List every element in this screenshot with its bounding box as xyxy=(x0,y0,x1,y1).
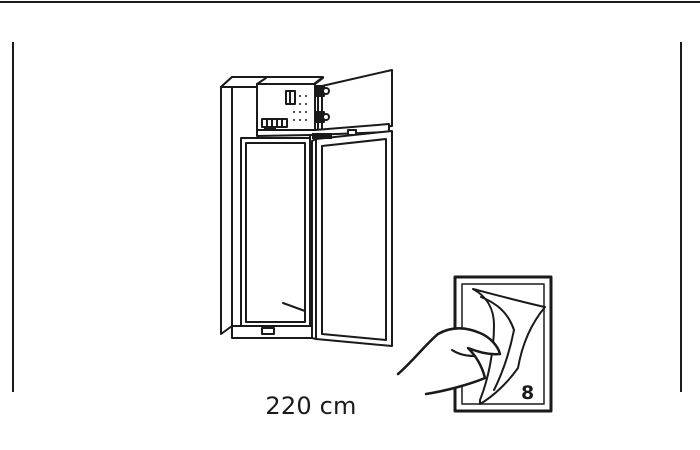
mounting-hole-pattern xyxy=(293,95,307,121)
upper-door-panel xyxy=(321,69,393,133)
fridge-cabinet xyxy=(220,69,393,347)
size-caption: 220 cm xyxy=(265,392,357,420)
page-curl xyxy=(472,288,546,405)
top-compartment xyxy=(256,77,324,131)
main-door xyxy=(315,130,393,347)
cabinet-side-panel xyxy=(220,76,233,335)
inner-cavity xyxy=(240,137,311,328)
manual-page-icon: 8 xyxy=(396,275,553,413)
page-number: 8 xyxy=(521,382,534,404)
door-hinge-upper xyxy=(315,85,330,123)
hand-icon xyxy=(396,327,502,396)
frame-border xyxy=(0,1,700,392)
